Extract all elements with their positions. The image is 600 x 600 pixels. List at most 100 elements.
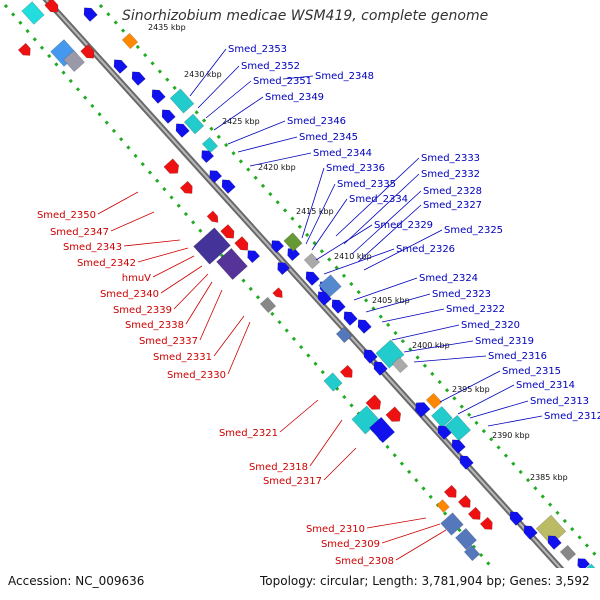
gene-reverse-37 <box>343 311 358 326</box>
reverse-gene-label: Smed_2349 <box>265 92 324 103</box>
gene-reverse-70 <box>547 535 562 550</box>
gene-forward-19 <box>163 158 180 174</box>
reverse-gene-label: Smed_2322 <box>446 304 505 315</box>
forward-gene-label: Smed_2338 <box>125 320 184 331</box>
reverse-leader-line <box>403 340 474 353</box>
gene-forward-22 <box>220 224 235 239</box>
gene-reverse-72 <box>577 558 591 568</box>
reverse-gene-label: Smed_2316 <box>488 351 547 362</box>
reverse-gene-label: Smed_2348 <box>315 71 374 82</box>
reverse-gene-label: Smed_2352 <box>241 61 300 72</box>
reverse-leader-line <box>249 152 312 167</box>
gene-cds-25 <box>216 248 248 280</box>
forward-gene-label: Smed_2342 <box>77 258 136 269</box>
gene-forward-47 <box>339 364 353 378</box>
gene-reverse-17 <box>209 170 223 184</box>
gene-reverse-57 <box>451 439 466 454</box>
forward-leader-line <box>279 399 319 433</box>
reverse-leader-line <box>315 224 373 261</box>
gene-reverse-26 <box>247 250 261 264</box>
forward-leader-line <box>323 447 357 481</box>
reverse-gene-label: Smed_2319 <box>475 336 534 347</box>
gene-reverse-13 <box>175 123 190 138</box>
gene-cds-39 <box>259 296 277 314</box>
forward-gene-label: Smed_2318 <box>249 462 308 473</box>
reverse-gene-label: Smed_2336 <box>326 163 385 174</box>
gene-reverse-38 <box>357 319 372 334</box>
gene-cds-73 <box>583 563 599 568</box>
reverse-leader-line <box>363 229 443 271</box>
forward-gene-label: Smed_2330 <box>167 370 226 381</box>
gene-forward-6 <box>17 42 31 56</box>
reverse-gene-label: Smed_2334 <box>349 194 408 205</box>
reverse-leader-line <box>351 190 422 255</box>
forward-leader-line <box>185 281 213 325</box>
forward-gene-label: Smed_2347 <box>50 227 109 238</box>
reverse-leader-line <box>365 293 431 313</box>
forward-gene-label: hmuV <box>122 273 151 284</box>
gene-forward-62 <box>467 506 481 520</box>
reverse-gene-label: Smed_2323 <box>432 289 491 300</box>
scale-tick-label: 2435 kbp <box>148 23 186 32</box>
gene-forward-20 <box>179 180 193 194</box>
scale-tick-label: 2390 kbp <box>492 431 530 440</box>
forward-leader-line <box>199 289 223 341</box>
gene-forward-21 <box>206 210 219 223</box>
reverse-gene-label: Smed_2315 <box>502 366 561 377</box>
forward-gene-label: Smed_2337 <box>139 336 198 347</box>
scale-tick-label: 2405 kbp <box>372 296 410 305</box>
forward-leader-line <box>160 265 203 294</box>
gene-reverse-68 <box>523 525 538 540</box>
gene-cds-46 <box>323 372 343 392</box>
scale-tick-label: 2425 kbp <box>222 117 260 126</box>
reverse-gene-label: Smed_2314 <box>516 380 575 391</box>
reverse-leader-line <box>439 370 501 403</box>
forward-leader-line <box>123 239 181 247</box>
reverse-gene-label: Smed_2344 <box>313 148 372 159</box>
scale-tick-label: 2385 kbp <box>530 473 568 482</box>
gene-cds-66 <box>463 544 481 562</box>
reverse-gene-label: Smed_2312 <box>544 411 600 422</box>
reverse-gene-label: Smed_2345 <box>299 132 358 143</box>
forward-gene-label: Smed_2350 <box>37 210 96 221</box>
gene-forward-50 <box>365 394 382 410</box>
reverse-leader-line <box>305 183 336 245</box>
gene-cds-71 <box>559 544 577 562</box>
forward-gene-label: Smed_2331 <box>153 352 212 363</box>
forward-leader-line <box>137 247 189 263</box>
scale-tick-label: 2420 kbp <box>258 163 296 172</box>
reverse-gene-label: Smed_2320 <box>461 320 520 331</box>
forward-gene-label: Smed_2321 <box>219 428 278 439</box>
gene-cds-29 <box>283 232 303 252</box>
topology-text: Topology: circular; Length: 3,781,904 bp… <box>260 574 590 588</box>
reverse-gene-label: Smed_2327 <box>423 200 482 211</box>
reverse-gene-label: Smed_2326 <box>396 244 455 255</box>
reverse-gene-label: Smed_2325 <box>444 225 503 236</box>
reverse-leader-line <box>487 415 543 427</box>
reverse-leader-line <box>323 248 395 275</box>
gene-cds-24 <box>193 227 231 265</box>
genome-backbone <box>45 0 562 568</box>
reverse-leader-line <box>237 136 298 153</box>
gene-reverse-32 <box>305 271 320 286</box>
forward-leader-line <box>381 523 441 544</box>
gene-reverse-52 <box>414 402 431 418</box>
gene-reverse-49 <box>369 416 395 444</box>
reverse-leader-line <box>343 173 420 245</box>
scale-tick-label: 2395 kbp <box>452 385 490 394</box>
accession-text: Accession: NC_009636 <box>8 574 145 588</box>
reverse-leader-line <box>227 120 286 145</box>
gene-forward-5 <box>80 44 95 59</box>
gene-cds-41 <box>335 326 353 344</box>
gene-forward-61 <box>457 494 471 508</box>
reverse-leader-line <box>335 157 420 237</box>
forward-leader-line <box>110 211 155 232</box>
reverse-gene-label: Smed_2351 <box>253 76 312 87</box>
reverse-gene-label: Smed_2329 <box>374 220 433 231</box>
forward-leader-line <box>173 273 209 310</box>
forward-gene-label: Smed_2309 <box>321 539 380 550</box>
forward-gene-label: Smed_2308 <box>335 556 394 567</box>
gene-reverse-18 <box>221 179 236 194</box>
gene-reverse-9 <box>131 71 146 86</box>
